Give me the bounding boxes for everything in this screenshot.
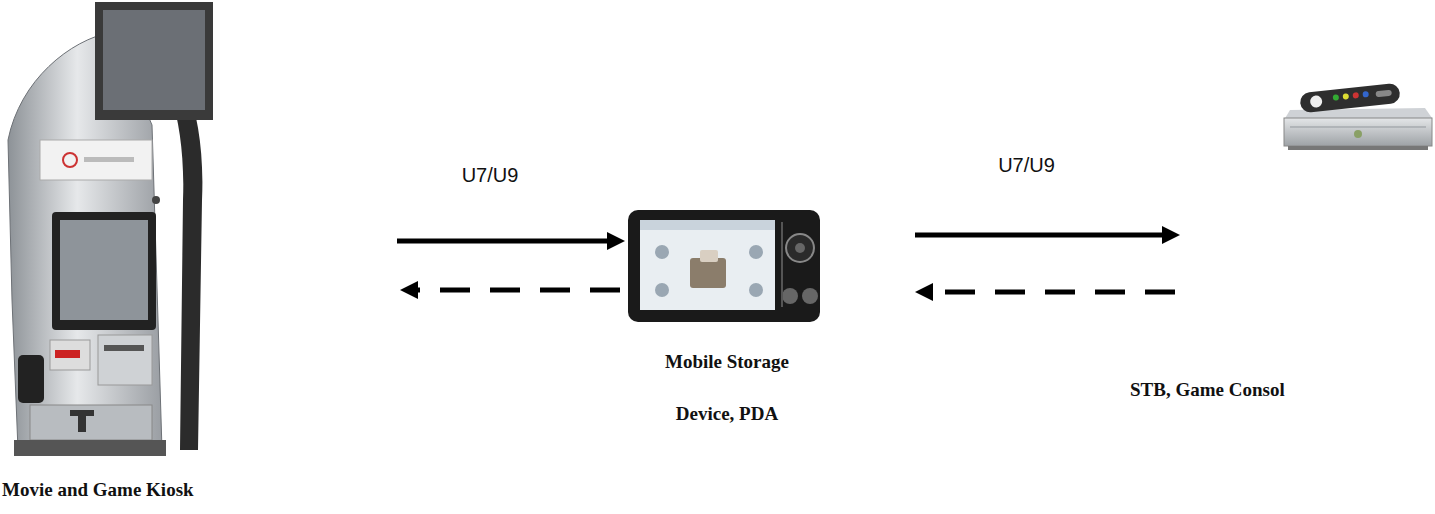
kiosk-illustration-part — [63, 153, 77, 167]
arrow-head — [400, 281, 418, 299]
set-top-box-illustration-part — [1354, 130, 1362, 138]
set-top-box-illustration-part-part — [1362, 91, 1369, 98]
arrow-line — [915, 233, 1162, 238]
set-top-box-illustration-part — [1299, 83, 1401, 113]
kiosk-illustration-part — [55, 350, 80, 358]
pda-illustration-part — [781, 222, 783, 307]
interface-label: U7/U9 — [996, 153, 1057, 177]
kiosk-illustration-part — [18, 355, 44, 403]
kiosk-illustration-part — [104, 345, 144, 351]
arrow-line — [418, 288, 620, 293]
solid-arrow — [397, 232, 625, 250]
device-label: Movie and Game Kiosk — [2, 478, 194, 502]
device-node: Mobile Storage Device, PDA — [625, 210, 820, 322]
set-top-box-illustration-part-part — [1310, 95, 1323, 108]
pda-illustration-part — [795, 243, 805, 253]
kiosk-illustration-part — [40, 140, 152, 180]
kiosk-illustration-part — [84, 157, 134, 162]
kiosk-illustration-part — [60, 220, 148, 320]
kiosk-illustration-part — [98, 335, 152, 385]
set-top-box-illustration-part — [1290, 126, 1426, 128]
pda-illustration-part — [655, 245, 669, 259]
kiosk-illustration-part — [50, 340, 90, 370]
device-label: Mobile Storage Device, PDA — [652, 336, 802, 440]
device-node: STB, Game Consol — [1185, 75, 1435, 145]
pda-illustration-part — [628, 210, 820, 322]
set-top-box-illustration-part-part — [1333, 94, 1340, 101]
pda-illustration-part — [749, 245, 763, 259]
set-top-box-illustration-part-part — [1375, 90, 1392, 98]
set-top-box-illustration-part — [1288, 146, 1428, 150]
solid-arrow — [915, 226, 1180, 244]
arrow-line — [397, 239, 607, 244]
pda-illustration-part — [640, 220, 775, 230]
arrow-head — [915, 283, 933, 301]
set-top-box-illustration-part-part — [1352, 92, 1359, 99]
set-top-box-illustration — [1284, 83, 1432, 150]
pda-illustration-part — [640, 220, 775, 310]
device-label: STB, Game Consol — [1130, 378, 1285, 402]
pda-illustration-part — [802, 288, 818, 304]
kiosk-illustration-part — [103, 10, 205, 110]
pda-illustration-part — [782, 288, 798, 304]
pda-illustration — [628, 210, 820, 322]
pda-illustration-part — [786, 234, 814, 262]
kiosk-illustration-part — [14, 440, 166, 456]
kiosk-illustration — [8, 2, 213, 456]
arrow-line — [933, 290, 1175, 295]
dashed-arrow — [915, 283, 1175, 301]
kiosk-illustration-part — [30, 405, 152, 440]
set-top-box-illustration-part — [1284, 118, 1432, 146]
interface-label: U7/U9 — [460, 163, 521, 187]
kiosk-illustration-part — [152, 196, 160, 204]
arrow-head — [1162, 226, 1180, 244]
kiosk-illustration-part — [95, 2, 213, 120]
set-top-box-illustration-part-part — [1299, 83, 1401, 113]
arrow-head — [607, 232, 625, 250]
kiosk-illustration-part — [52, 212, 156, 330]
pda-illustration-part — [700, 250, 718, 262]
kiosk-illustration-part — [78, 410, 86, 432]
set-top-box-illustration-part-part — [1343, 93, 1350, 100]
pda-illustration-part — [749, 283, 763, 297]
pda-illustration-part — [655, 283, 669, 297]
pda-illustration-part — [690, 258, 726, 288]
dashed-arrow — [400, 281, 620, 299]
device-node: Movie and Game Kiosk — [0, 0, 228, 458]
